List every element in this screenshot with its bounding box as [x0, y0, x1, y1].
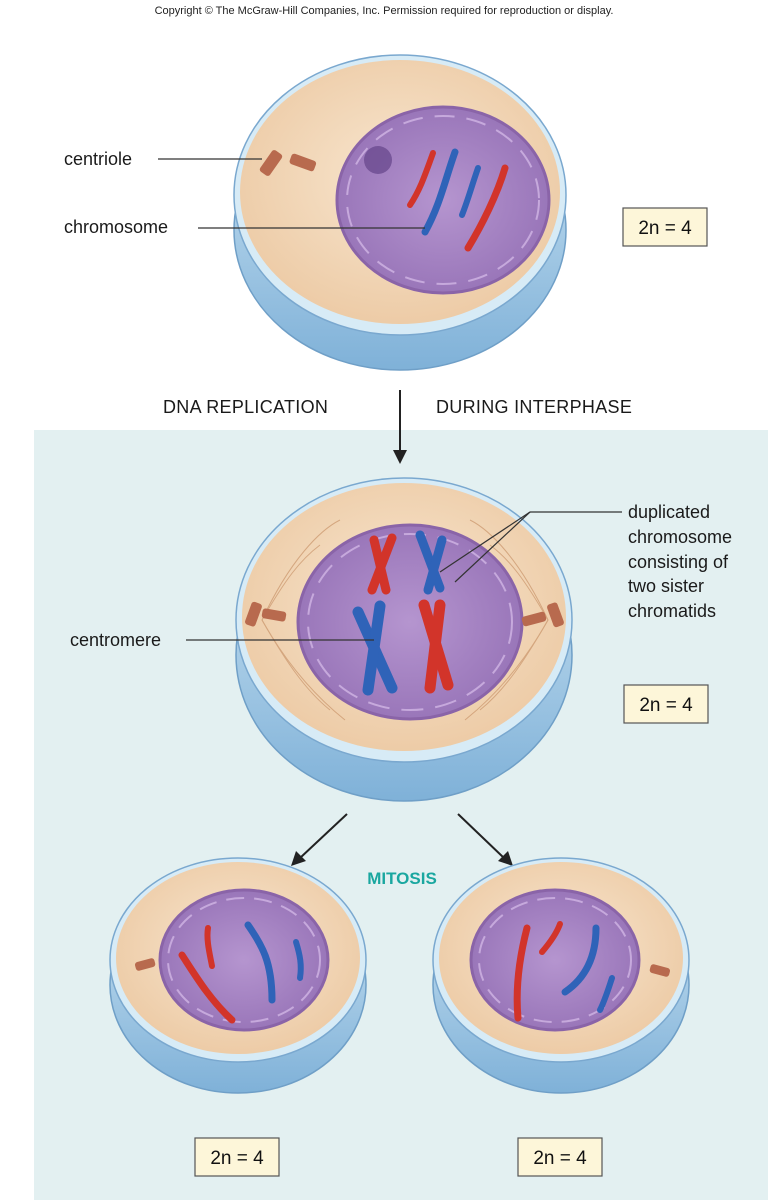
ploidy-box-replicated: 2n = 4 [623, 684, 709, 724]
arrow-to-left-daughter [291, 813, 348, 866]
arrow-down [393, 390, 407, 464]
svg-text:consisting of: consisting of [628, 552, 729, 572]
svg-text:2n = 4: 2n = 4 [533, 1148, 587, 1169]
label-centromere: centromere [70, 630, 161, 650]
label-duplicated-chromosome: duplicated chromosome consisting of two … [628, 502, 732, 621]
parent-centriole [259, 150, 317, 176]
ploidy-box-parent: 2n = 4 [622, 207, 708, 247]
parent-nucleus [335, 105, 551, 295]
svg-text:chromatids: chromatids [628, 601, 716, 621]
replicated-centriole-left [245, 601, 287, 627]
label-during-interphase: DURING INTERPHASE [436, 397, 632, 417]
svg-text:chromosome: chromosome [628, 527, 732, 547]
ploidy-box-daughter-left: 2n = 4 [194, 1137, 280, 1177]
daughter-cell-left [109, 857, 367, 1094]
parent-cell [233, 54, 567, 371]
parent-chromosomes [407, 148, 509, 252]
replicated-centriole-right [521, 602, 564, 628]
duplicated-chromosomes [352, 530, 454, 696]
svg-text:2n = 4: 2n = 4 [210, 1148, 264, 1169]
label-chromosome: chromosome [64, 217, 168, 237]
label-centriole: centriole [64, 149, 132, 169]
label-dna-replication: DNA REPLICATION [163, 397, 328, 417]
spindle-fibers [261, 519, 549, 721]
svg-text:duplicated: duplicated [628, 502, 710, 522]
svg-text:2n = 4: 2n = 4 [638, 218, 692, 239]
svg-text:two sister: two sister [628, 576, 704, 596]
arrow-to-right-daughter [457, 813, 513, 866]
ploidy-box-daughter-right: 2n = 4 [517, 1137, 603, 1177]
daughter-cell-right [432, 857, 690, 1094]
replicated-cell [235, 477, 573, 802]
label-mitosis: MITOSIS [367, 869, 437, 888]
replicated-nucleus [296, 523, 524, 721]
copyright-notice: Copyright © The McGraw-Hill Companies, I… [155, 5, 614, 17]
svg-text:2n = 4: 2n = 4 [639, 695, 693, 716]
